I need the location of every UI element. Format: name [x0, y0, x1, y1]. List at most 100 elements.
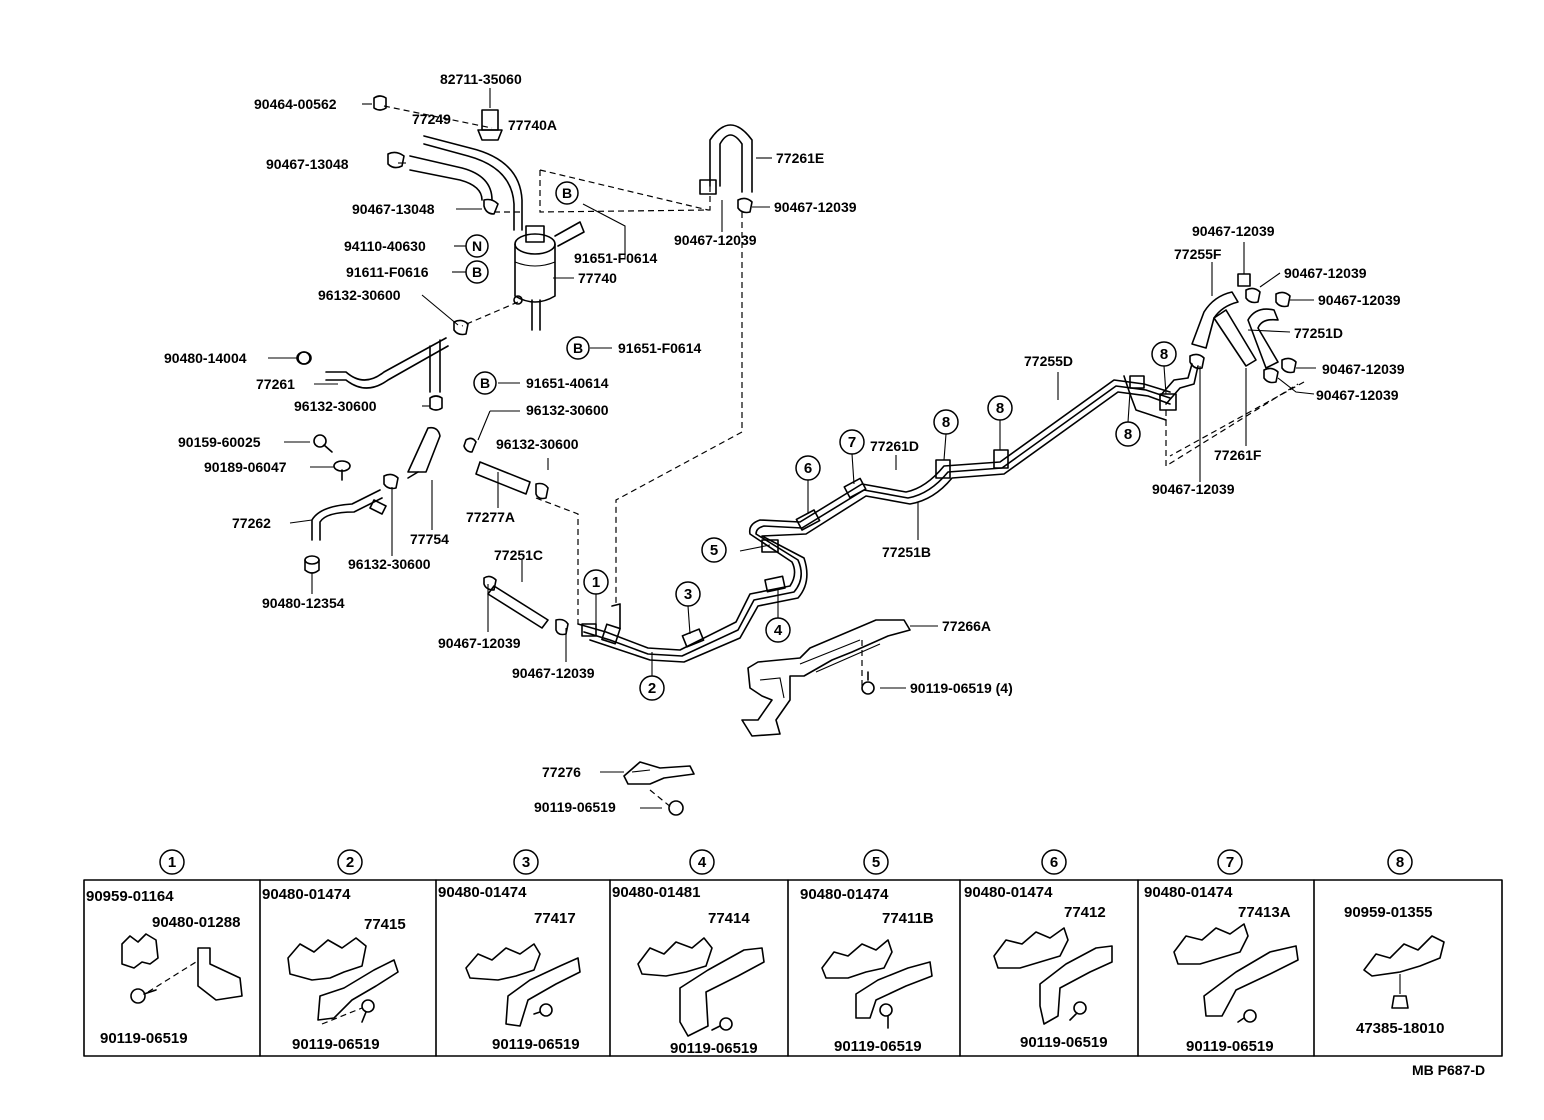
- svg-text:8: 8: [942, 414, 950, 431]
- label-91651-F0614-b: 91651-F0614: [618, 340, 702, 356]
- label-90467-12039-i: 90467-12039: [1316, 387, 1399, 403]
- bolt-90119-a[interactable]: [861, 671, 875, 695]
- label-77249: 77249: [412, 111, 451, 127]
- svg-text:47385-18010: 47385-18010: [1356, 1020, 1444, 1037]
- callout-8b: 8: [987, 395, 1013, 421]
- svg-text:6: 6: [1050, 854, 1058, 871]
- callout-6: 6: [795, 455, 821, 481]
- callout-8a: 8: [933, 409, 959, 435]
- svg-text:90480-01474: 90480-01474: [438, 884, 527, 901]
- callout-8c: 8: [1115, 421, 1141, 447]
- hose-77261F[interactable]: [1213, 309, 1257, 367]
- label-90119-06519-a: 90119-06519 (4): [910, 680, 1013, 696]
- label-90467-12039-g: 90467-12039: [1318, 292, 1401, 308]
- hose-77261E[interactable]: [699, 124, 753, 214]
- hose-77251C[interactable]: [483, 575, 569, 636]
- svg-text:90119-06519: 90119-06519: [834, 1038, 922, 1055]
- cap-90480-14004[interactable]: [296, 351, 312, 365]
- label-96132-30600-b: 96132-30600: [294, 398, 377, 414]
- dashed-reference-lines: [383, 105, 1305, 809]
- svg-text:N: N: [472, 238, 482, 254]
- label-82711-35060: 82711-35060: [440, 71, 522, 87]
- panel-6: 6 90480-01474 77412 90119-06519: [964, 849, 1113, 1051]
- svg-text:90480-01474: 90480-01474: [964, 884, 1053, 901]
- fuel-filter[interactable]: [513, 221, 585, 331]
- label-77262: 77262: [232, 515, 271, 531]
- pipe-77262[interactable]: [311, 473, 399, 541]
- svg-text:B: B: [562, 185, 572, 201]
- label-77255F: 77255F: [1174, 246, 1222, 262]
- svg-text:2: 2: [648, 680, 656, 697]
- label-91651-40614: 91651-40614: [526, 375, 609, 391]
- right-clamps[interactable]: [1237, 273, 1297, 384]
- panel-4: 4 90480-01481 77414 90119-06519: [612, 849, 765, 1057]
- pipe-77261[interactable]: [297, 319, 469, 411]
- label-77266A: 77266A: [942, 618, 991, 634]
- label-90467-12039-j: 90467-12039: [1152, 481, 1235, 497]
- grommet-90189[interactable]: [333, 460, 351, 481]
- svg-text:5: 5: [710, 542, 718, 559]
- fuel-line-bundle[interactable]: [577, 363, 1199, 663]
- callout-5: 5: [701, 537, 727, 563]
- svg-text:B: B: [472, 264, 482, 280]
- svg-text:90119-06519: 90119-06519: [670, 1040, 758, 1057]
- cap-90480-12354[interactable]: [304, 555, 320, 574]
- svg-text:4: 4: [698, 854, 707, 871]
- label-96132-30600-c: 96132-30600: [526, 402, 609, 418]
- callout-1: 1: [583, 569, 609, 595]
- svg-text:90959-01164: 90959-01164: [86, 888, 174, 905]
- panel-3: 3 90480-01474 77417 90119-06519: [438, 849, 581, 1053]
- label-77261E: 77261E: [776, 150, 824, 166]
- label-91651-F0614-a: 91651-F0614: [574, 250, 658, 266]
- callout-8d: 8: [1151, 341, 1177, 367]
- svg-text:B: B: [573, 340, 583, 356]
- hose-77255F[interactable]: [1189, 291, 1239, 370]
- svg-text:7: 7: [848, 434, 856, 451]
- label-90467-12039-c: 90467-12039: [774, 199, 857, 215]
- clamp-icon[interactable]: [373, 95, 499, 215]
- bolt-90159[interactable]: [313, 434, 333, 453]
- hose-77277A[interactable]: [463, 437, 549, 500]
- svg-text:5: 5: [872, 854, 880, 871]
- hose-77251D[interactable]: [1247, 308, 1279, 369]
- bracket-77276[interactable]: [623, 761, 695, 785]
- protector-77266A[interactable]: [741, 619, 911, 737]
- clip-82711[interactable]: [477, 109, 503, 141]
- svg-text:6: 6: [804, 460, 812, 477]
- svg-text:90119-06519: 90119-06519: [1020, 1034, 1108, 1051]
- hose-77740A[interactable]: [423, 135, 523, 231]
- label-77740: 77740: [578, 270, 617, 286]
- part-labels: 82711-35060 90464-00562 77249 77740A 904…: [164, 71, 1405, 815]
- label-77276: 77276: [542, 764, 581, 780]
- svg-text:77413A: 77413A: [1238, 904, 1291, 921]
- circle-letter-b-4: B: [473, 371, 497, 395]
- label-77261D: 77261D: [870, 438, 919, 454]
- callout-4: 4: [765, 617, 791, 643]
- label-77740A: 77740A: [508, 117, 557, 133]
- svg-text:77415: 77415: [364, 916, 406, 933]
- hose-77249[interactable]: [409, 155, 493, 201]
- label-90159-60025: 90159-60025: [178, 434, 261, 450]
- label-77261: 77261: [256, 376, 295, 392]
- label-77251B: 77251B: [882, 544, 931, 560]
- label-77261F: 77261F: [1214, 447, 1262, 463]
- bolt-90119-b[interactable]: [668, 800, 684, 816]
- svg-text:2: 2: [346, 854, 354, 871]
- panel-1: 1 90959-01164 90480-01288 90119-06519: [86, 849, 243, 1047]
- svg-text:3: 3: [684, 586, 692, 603]
- bundle-clamps[interactable]: [581, 375, 1177, 648]
- svg-text:90119-06519: 90119-06519: [100, 1030, 188, 1047]
- hose-77754[interactable]: [407, 426, 441, 479]
- svg-text:B: B: [480, 375, 490, 391]
- callout-leaders: [595, 365, 1167, 676]
- panel-5: 5 90480-01474 77411B 90119-06519: [800, 849, 934, 1055]
- svg-text:90480-01474: 90480-01474: [1144, 884, 1233, 901]
- svg-text:90480-01474: 90480-01474: [800, 886, 889, 903]
- label-90467-13048-a: 90467-13048: [266, 156, 349, 172]
- label-90467-12039-a: 90467-12039: [438, 635, 521, 651]
- label-91611-F0616: 91611-F0616: [346, 264, 429, 280]
- svg-text:77411B: 77411B: [882, 910, 934, 927]
- label-90467-13048-b: 90467-13048: [352, 201, 435, 217]
- circle-letter-n: N: [465, 234, 489, 258]
- callout-7: 7: [839, 429, 865, 455]
